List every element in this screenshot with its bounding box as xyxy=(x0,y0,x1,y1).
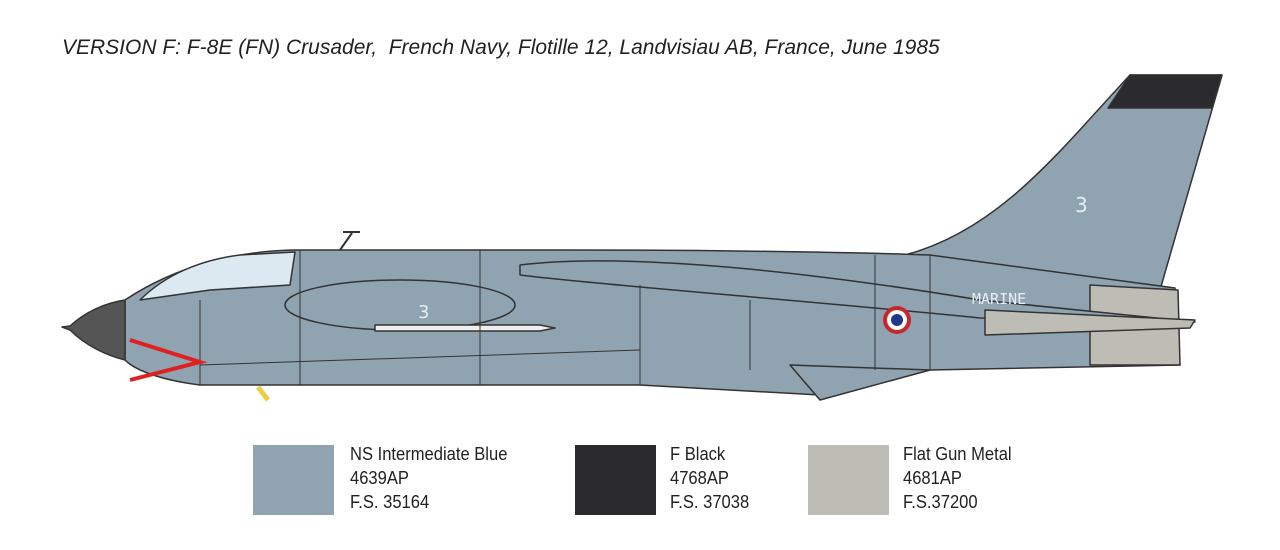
color-legend-intermediate-blue: NS Intermediate Blue 4639AP F.S. 35164 xyxy=(350,442,507,514)
color-swatch-intermediate-blue xyxy=(253,445,334,515)
color-fs: F.S. 35164 xyxy=(350,492,430,512)
missile xyxy=(374,324,556,332)
color-swatch-gun-metal xyxy=(808,445,889,515)
color-code: 4768AP xyxy=(670,468,729,488)
marine-marking: MARINE xyxy=(972,290,1026,308)
color-code: 4681AP xyxy=(903,468,962,488)
horizontal-stabilizer xyxy=(984,309,1196,336)
red-chevron-marking xyxy=(129,338,208,382)
canopy xyxy=(139,251,296,301)
tail-fin-black-tip xyxy=(1107,74,1223,109)
ventral-fairing xyxy=(789,364,931,401)
color-swatch-black xyxy=(575,445,656,515)
color-name: F Black xyxy=(670,444,726,464)
nose-radome xyxy=(61,299,126,361)
version-title: VERSION F: F-8E (FN) Crusader, French Na… xyxy=(62,36,940,59)
color-name: Flat Gun Metal xyxy=(903,444,1012,464)
tail-number: 3 xyxy=(1075,193,1088,217)
color-fs: F.S.37200 xyxy=(903,492,978,512)
french-roundel xyxy=(883,306,911,334)
color-name: NS Intermediate Blue xyxy=(350,444,508,464)
gear-strut xyxy=(256,385,270,402)
nose-number: 3 xyxy=(418,302,429,323)
color-code: 4639AP xyxy=(350,468,409,488)
color-legend-gun-metal: Flat Gun Metal 4681AP F.S.37200 xyxy=(903,442,1012,514)
color-legend-black: F Black 4768AP F.S. 37038 xyxy=(670,442,749,514)
color-fs: F.S. 37038 xyxy=(670,492,750,512)
